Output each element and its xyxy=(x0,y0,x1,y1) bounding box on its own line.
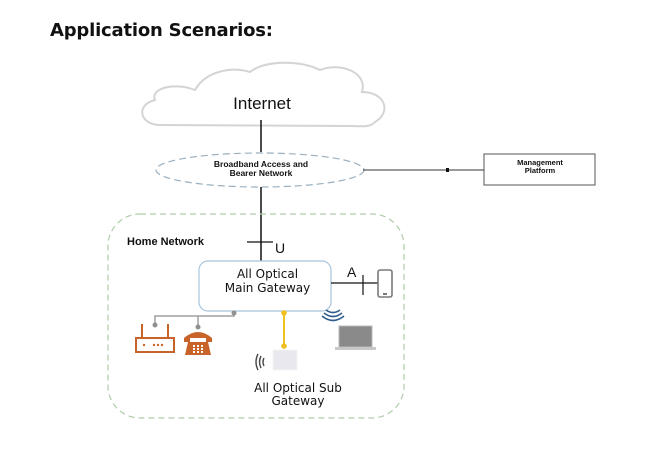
sub-gateway-device-icon[interactable] xyxy=(272,349,298,371)
management-platform-box xyxy=(483,153,596,186)
sub-gateway-label-line1: All Optical Sub xyxy=(254,381,342,395)
bearer-network-label-line1: Broadband Access and xyxy=(213,159,309,169)
home-network-label: Home Network xyxy=(127,236,205,248)
management-platform-label: Management Platform xyxy=(485,159,595,175)
internet-cloud xyxy=(141,61,386,128)
laptop-icon xyxy=(335,325,376,350)
management-platform-label-line2: Platform xyxy=(524,166,556,175)
u-interface-label: U xyxy=(275,240,286,256)
main-gateway-label-line1: All Optical xyxy=(236,267,299,281)
home-network-boundary xyxy=(107,213,405,419)
router-icon xyxy=(135,324,175,353)
internet-label: Internet xyxy=(233,94,291,113)
management-link-dot xyxy=(446,168,449,172)
fiber-bottom-dot xyxy=(281,343,287,349)
copper-links xyxy=(154,311,235,327)
main-gateway-label-line2: Main Gateway xyxy=(224,281,311,295)
management-platform-label-line1: Management xyxy=(517,158,563,167)
sub-gateway-wifi-icon xyxy=(255,353,265,371)
sub-gateway-label: All Optical Sub Gateway xyxy=(238,382,358,408)
sub-gateway-label-line2: Gateway xyxy=(271,394,325,408)
smartphone-icon xyxy=(377,269,393,298)
fiber-top-dot xyxy=(281,310,287,316)
copper-junction-dot xyxy=(231,310,237,316)
bearer-network-label-line2: Bearer Network xyxy=(229,168,293,178)
main-gateway-label: All Optical Main Gateway xyxy=(205,267,330,295)
bearer-network-label: Broadband Access and Bearer Network xyxy=(196,160,326,178)
telephone-icon xyxy=(184,332,212,355)
main-gateway-box[interactable] xyxy=(198,260,332,312)
a-interface-label: A xyxy=(347,264,357,280)
phone-port-dot xyxy=(195,324,201,330)
wifi-signal-icon xyxy=(321,309,345,322)
router-port-dot xyxy=(152,322,158,328)
page-title: Application Scenarios: xyxy=(50,20,273,41)
